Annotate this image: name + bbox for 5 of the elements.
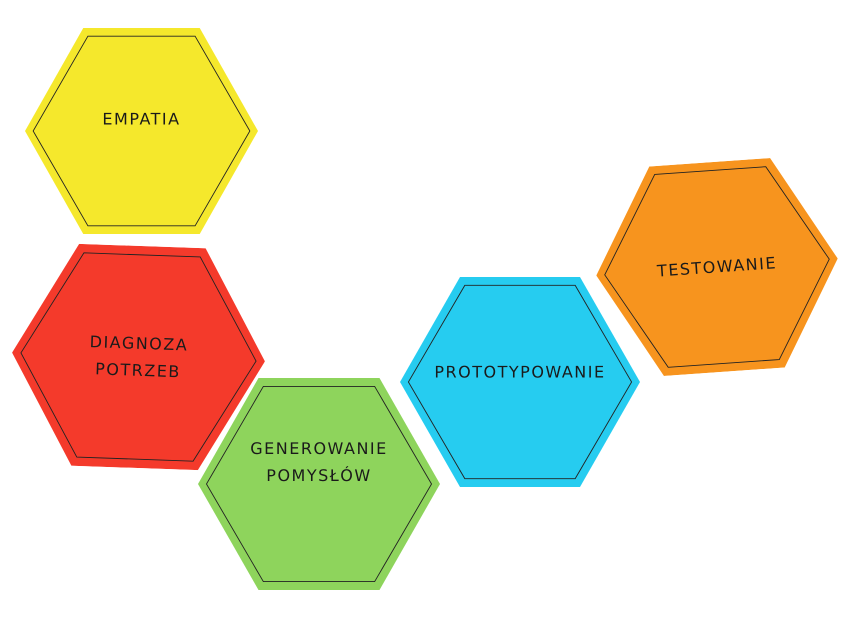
step-label: EMPATIA [102, 108, 181, 130]
step-label: PROTOTYPOWANIE [434, 361, 606, 384]
step-label: GENEROWANIE POMYSŁÓW [249, 438, 389, 487]
step-label: DIAGNOZA POTRZEB [88, 331, 190, 384]
step-label: TESTOWANIE [656, 252, 778, 283]
